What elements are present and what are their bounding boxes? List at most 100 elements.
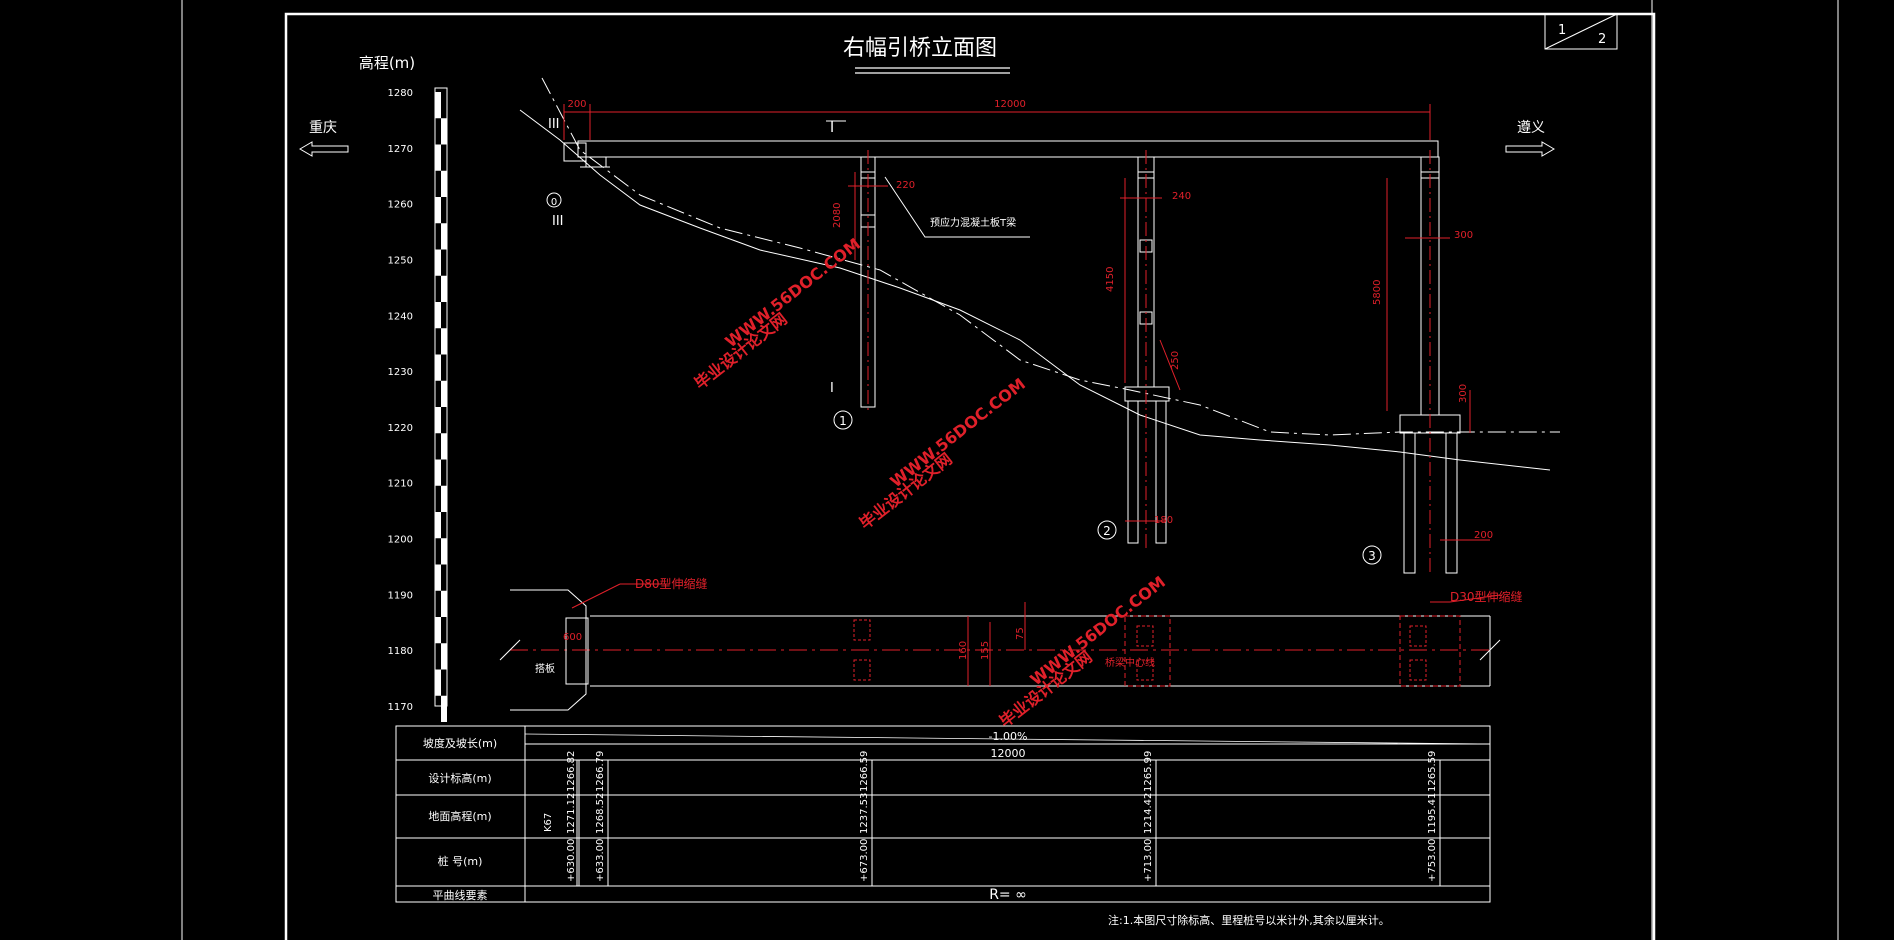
watermark-site: WWW.56DOC.COM bbox=[722, 234, 864, 351]
ground-lines bbox=[519, 77, 1560, 471]
abutment-plan-label: 搭板 bbox=[535, 662, 555, 675]
table-cell: 1195.41 bbox=[1427, 793, 1438, 834]
table-cell: 1214.42 bbox=[1143, 793, 1154, 834]
scale-block bbox=[441, 170, 447, 197]
profile-table bbox=[395, 725, 1491, 903]
pier2-number: 2 bbox=[1103, 524, 1111, 538]
table-row-label-1: 设计标高(m) bbox=[428, 771, 491, 785]
dim-pier2-height: 4150 bbox=[1105, 267, 1116, 292]
table-cell: +673.00 bbox=[859, 839, 870, 882]
superstructure: III III I 0 bbox=[546, 117, 1439, 229]
table-cell: +630.00 bbox=[566, 839, 577, 882]
dim-pier3-height: 5800 bbox=[1372, 280, 1383, 305]
sheet-frames bbox=[181, 0, 1839, 940]
dim-pier2-footing: 250 bbox=[1170, 351, 1181, 370]
scale-block bbox=[441, 433, 447, 460]
watermark-site: WWW.56DOC.COM bbox=[887, 374, 1029, 491]
scale-block bbox=[435, 92, 441, 119]
dim-pier1-width: 220 bbox=[896, 180, 915, 191]
table-slope-length: 12000 bbox=[991, 747, 1026, 760]
table-row-label-2: 地面高程(m) bbox=[428, 809, 491, 823]
pier-1: 220 2080 预应力混凝土板T梁 I 1 bbox=[830, 150, 1030, 430]
dim-pier3-footing: 300 bbox=[1458, 384, 1469, 403]
scale-block bbox=[441, 643, 447, 670]
scale-block bbox=[441, 275, 447, 302]
pier3-number: 3 bbox=[1368, 549, 1376, 563]
elevation-tick-label: 1200 bbox=[388, 535, 413, 546]
elevation-tick-label: 1230 bbox=[388, 367, 413, 378]
elevation-tick-label: 1260 bbox=[388, 200, 413, 211]
table-cell: 1266.59 bbox=[859, 751, 870, 792]
table-curve: R= ∞ bbox=[989, 887, 1027, 903]
dim-plan-600: 600 bbox=[563, 632, 582, 643]
drawing-note: 注:1.本图尺寸除标高、里程桩号以米计外,其余以厘米计。 bbox=[1108, 913, 1390, 927]
span-dimensions: 200 12000 bbox=[563, 99, 1431, 140]
sheet-total: 2 bbox=[1598, 32, 1606, 47]
dim-pier1-height: 2080 bbox=[832, 203, 843, 228]
section-mark-top: I bbox=[830, 120, 834, 136]
plan-pile bbox=[1136, 625, 1154, 647]
scale-block bbox=[435, 197, 441, 224]
sheet-num: 1 bbox=[1558, 23, 1566, 38]
table-row-label-4: 平曲线要素 bbox=[433, 888, 488, 902]
table-slope: -1.00% bbox=[989, 730, 1028, 743]
dim-pier3-width: 300 bbox=[1454, 230, 1473, 241]
table-chainage-prefix: K67 bbox=[543, 813, 554, 832]
plan-footing bbox=[1124, 615, 1171, 687]
dim-span-total: 12000 bbox=[994, 99, 1026, 110]
elevation-tick-label: 1250 bbox=[388, 256, 413, 267]
table-cell: +713.00 bbox=[1143, 839, 1154, 882]
plan-footing bbox=[1399, 615, 1461, 687]
elevation-tick-label: 1190 bbox=[388, 590, 413, 601]
scale-block bbox=[441, 380, 447, 407]
scale-block bbox=[435, 407, 441, 434]
table-row-label-0: 坡度及坡长(m) bbox=[423, 736, 497, 750]
watermark-site: WWW.56DOC.COM bbox=[1027, 572, 1169, 689]
table-cell: 1268.52 bbox=[595, 793, 606, 834]
plan-pile bbox=[1136, 659, 1154, 681]
joint-right-label: D30型伸缩缝 bbox=[1450, 589, 1523, 604]
joint-left-label: D80型伸缩缝 bbox=[635, 576, 708, 591]
scale-block bbox=[441, 223, 447, 250]
table-cell: 1265.99 bbox=[1143, 751, 1154, 792]
dim-plan-75: 75 bbox=[1015, 627, 1026, 640]
table-cell: 1237.53 bbox=[859, 793, 870, 834]
scale-block bbox=[435, 144, 441, 171]
direction-right: 遵义 bbox=[1505, 119, 1555, 157]
plan-pile bbox=[853, 659, 871, 681]
dim-plan-160: 160 bbox=[958, 641, 969, 660]
scale-block bbox=[441, 485, 447, 512]
dim-pier2-pile: 180 bbox=[1154, 515, 1173, 526]
scale-block bbox=[435, 459, 441, 486]
direction-left-label: 重庆 bbox=[309, 120, 337, 136]
dim-plan-155: 155 bbox=[980, 641, 991, 660]
sheet-number-box: 1 2 bbox=[1544, 13, 1618, 50]
table-row-label-3: 桩 号(m) bbox=[438, 854, 483, 868]
scale-block bbox=[435, 564, 441, 591]
scale-block bbox=[441, 118, 447, 145]
section-mark-left: III bbox=[548, 117, 560, 132]
direction-left: 重庆 bbox=[299, 120, 349, 157]
table-cell: 1265.59 bbox=[1427, 751, 1438, 792]
scale-block bbox=[435, 302, 441, 329]
table-cell: 1271.12 bbox=[566, 793, 577, 834]
centerline-label: 桥梁中心线 bbox=[1105, 656, 1155, 669]
direction-right-label: 遵义 bbox=[1517, 119, 1545, 136]
elevation-tick-label: 1220 bbox=[388, 423, 413, 434]
table-cell: 1266.82 bbox=[566, 751, 577, 792]
beam-note: 预应力混凝土板T梁 bbox=[930, 216, 1016, 229]
scale-block bbox=[435, 249, 441, 276]
plan-pile bbox=[1409, 625, 1427, 647]
dim-span-left: 200 bbox=[567, 99, 586, 110]
pier-2: 240 4150 250 180 2 bbox=[1097, 150, 1191, 548]
watermark-3: 毕业设计论文网 WWW.56DOC.COM bbox=[996, 572, 1169, 731]
abutment-number: 0 bbox=[551, 197, 557, 208]
elevation-axis-label: 高程(m) bbox=[359, 54, 415, 72]
elevation-tick-label: 1170 bbox=[388, 702, 413, 713]
scale-block bbox=[441, 538, 447, 565]
elevation-scale: 高程(m) 1280127012601250124012301220121012… bbox=[359, 54, 448, 722]
elevation-tick-label: 1240 bbox=[388, 311, 413, 322]
elevation-tick-label: 1210 bbox=[388, 479, 413, 490]
table-cell: +753.00 bbox=[1427, 839, 1438, 882]
